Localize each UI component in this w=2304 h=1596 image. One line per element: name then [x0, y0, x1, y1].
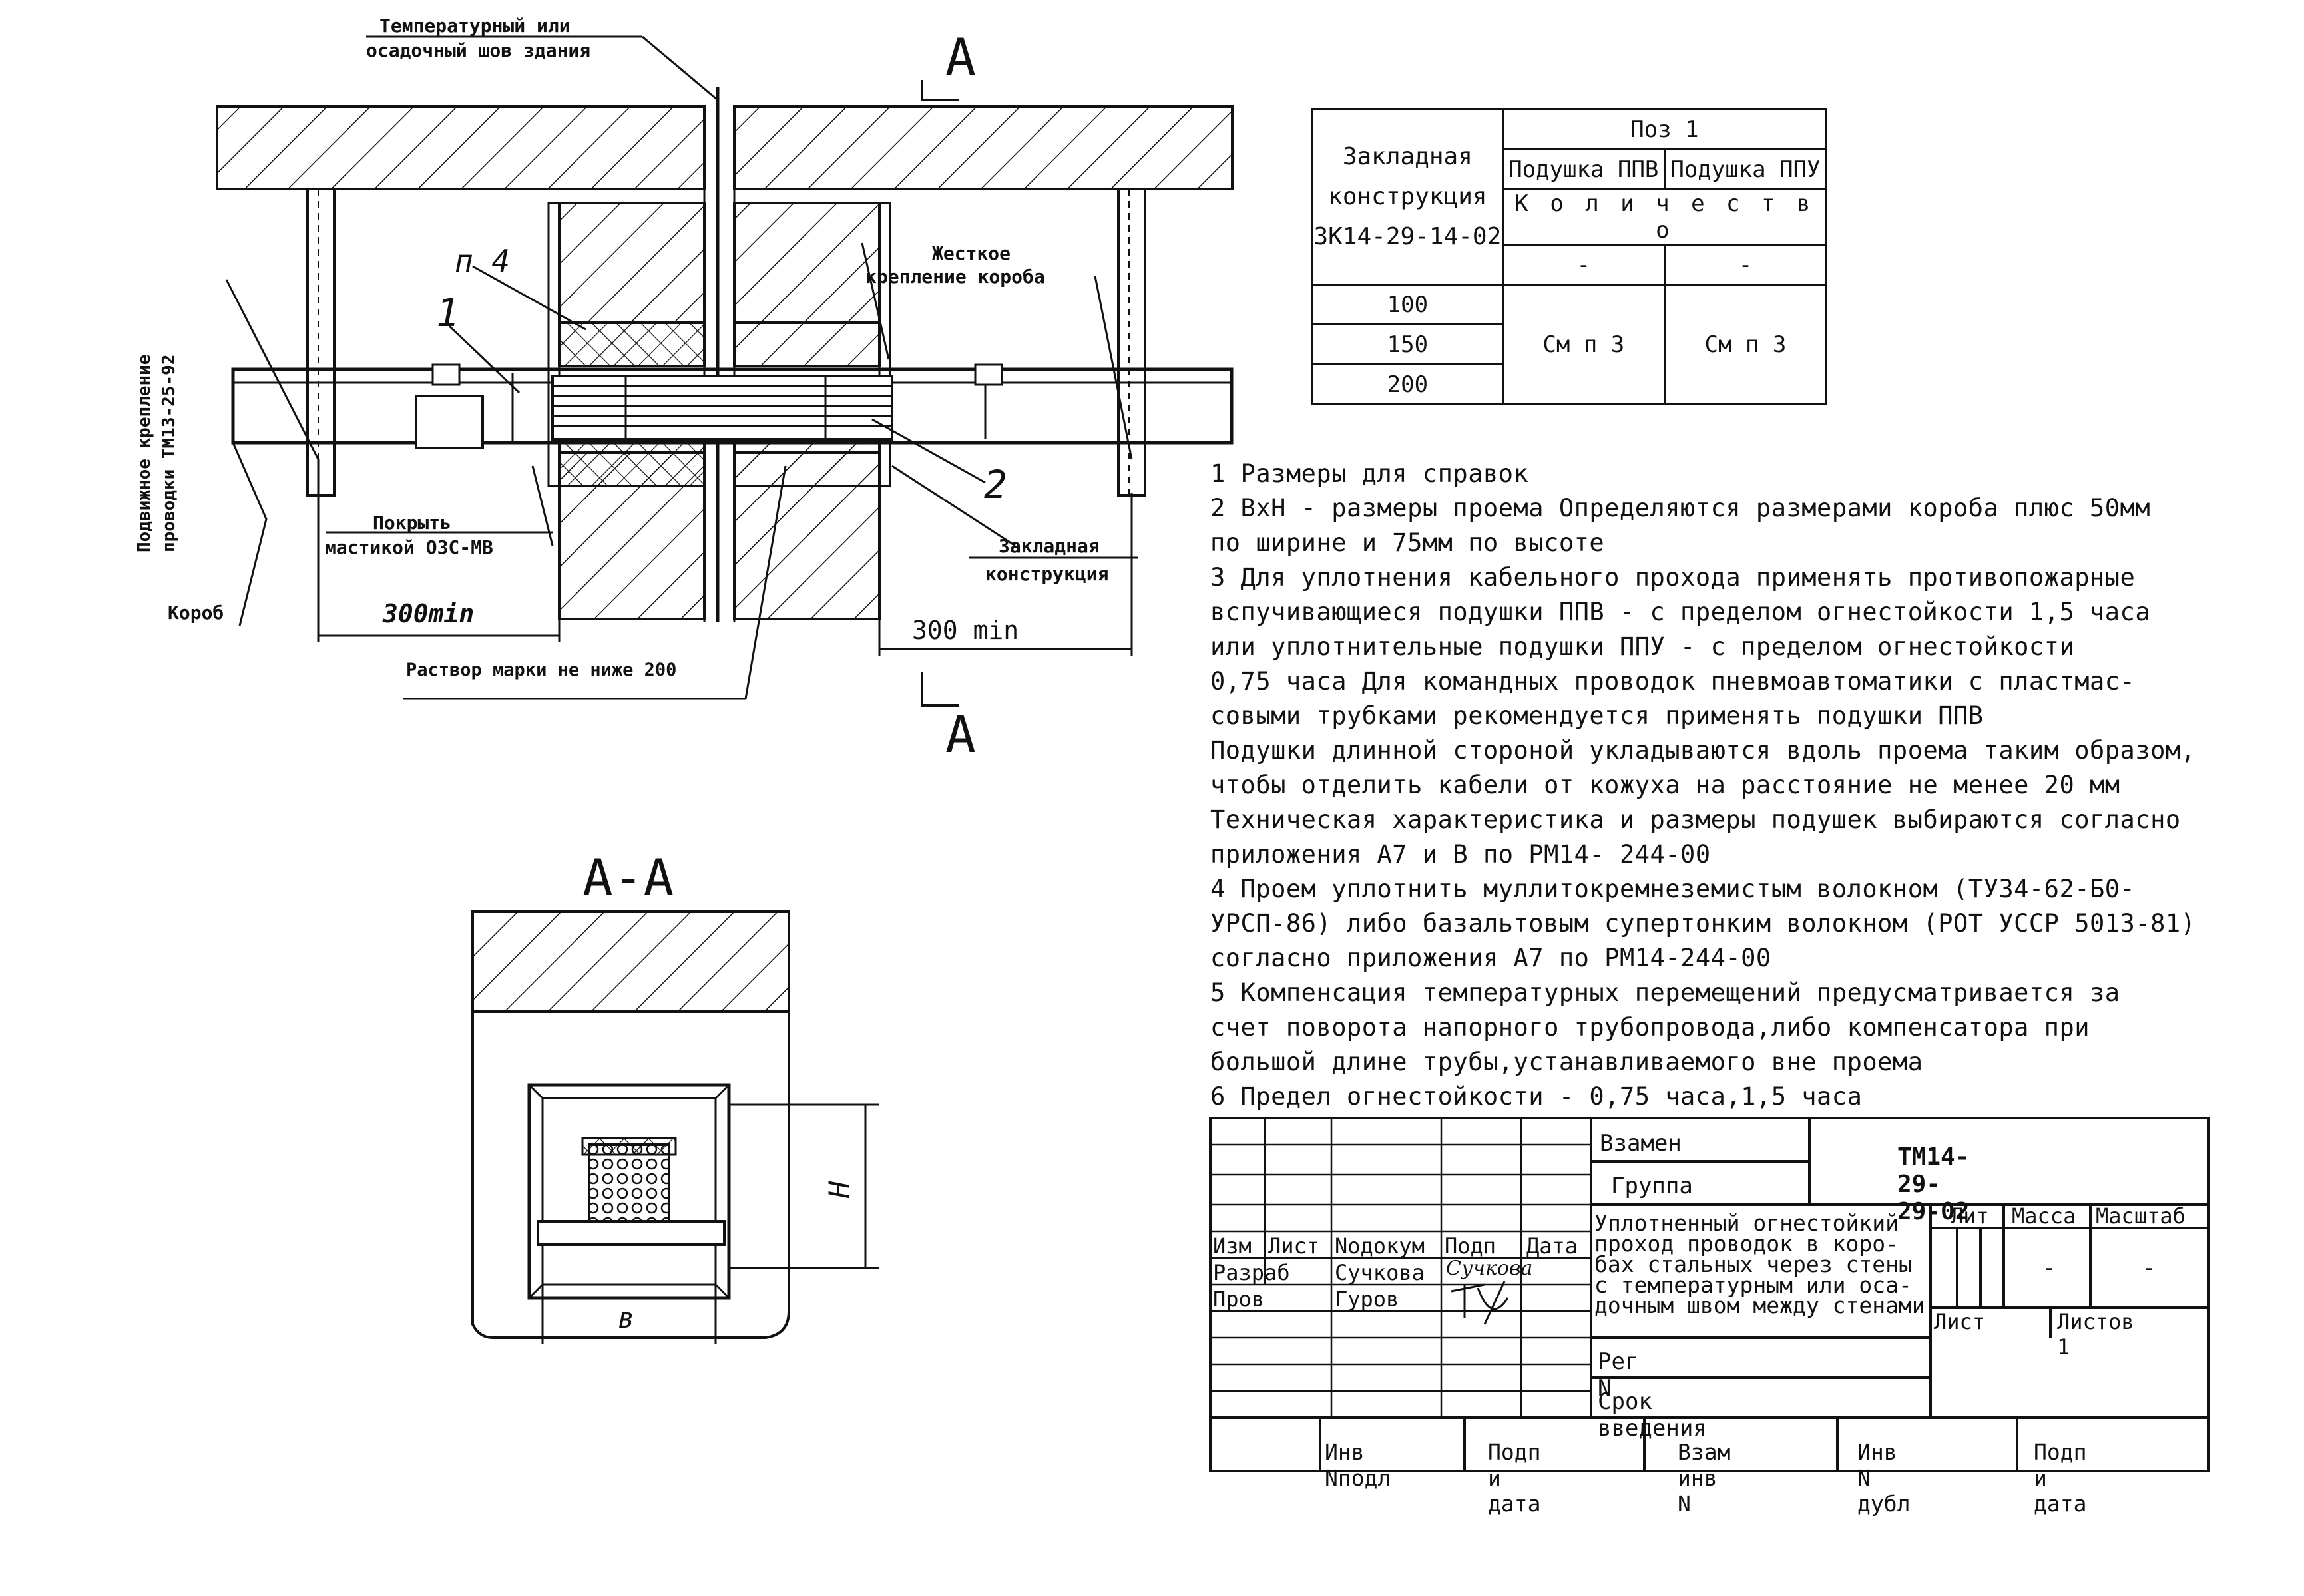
tb-scale-val: -	[2142, 1255, 2156, 1281]
dim-b: в	[618, 1302, 634, 1334]
spec-embedded-1: Закладная	[1342, 143, 1473, 170]
label-mortar: Раствор марки не ниже 200	[406, 660, 676, 680]
tb-h-izm: Изм	[1213, 1233, 1252, 1259]
spec-table: Закладная конструкция ЗК14-29-14-02 Поз …	[1311, 108, 1828, 405]
tb-sheet: Лист	[1934, 1309, 1986, 1334]
label-mobile-1: Подвижное крепление	[134, 355, 154, 552]
tb-title-line: с температурным или оса-	[1594, 1272, 1912, 1298]
tb-title-line: Уплотненный огнестойкий	[1594, 1210, 1899, 1236]
ceiling-slab-right	[733, 105, 1234, 190]
tb-r-chk-name: Гуров	[1335, 1287, 1399, 1312]
spec-dash1: -	[1501, 244, 1666, 286]
tb-h-list: Лист	[1268, 1233, 1320, 1259]
tb-mass: Масса	[2012, 1203, 2076, 1229]
tb-r-dev-name: Сучкова	[1335, 1260, 1425, 1285]
note-line: совыми трубками рекомендуется применять …	[1210, 701, 1984, 730]
note-line: Техническая характеристика и размеры под…	[1210, 805, 2181, 834]
tb-mass-val: -	[2042, 1255, 2056, 1281]
label-rigid-1: Жесткое	[932, 242, 1011, 264]
spec-embedded-2: конструкция	[1328, 183, 1487, 210]
tb-bottom: Подп и дата	[2034, 1439, 2087, 1517]
label-joint-1: Температурный или	[379, 15, 571, 37]
tb-bottom: Инв N дубл	[1857, 1439, 1911, 1517]
note-line: 1 Размеры для справок	[1210, 459, 1529, 488]
spec-embedded-3: ЗК14-29-14-02	[1313, 223, 1502, 250]
tb-code: ТМ14-29-29-02	[1897, 1143, 1970, 1225]
spec-row-100: 100	[1311, 284, 1504, 325]
label-cover-2: мастикой ОЗС-МВ	[325, 536, 493, 558]
section-aa	[471, 910, 879, 1344]
tb-scale: Масштаб	[2096, 1203, 2186, 1229]
note-line: Подушки длинной стороной укладываются вд…	[1210, 736, 2196, 765]
note-line: 6 Предел огнестойкости - 0,75 часа,1,5 ч…	[1210, 1082, 1863, 1111]
note-line: или уплотнительные подушки ППУ - с преде…	[1210, 632, 2075, 661]
spec-qty: К о л и ч е с т в о	[1501, 188, 1828, 246]
tb-bottom: Инв Nподл	[1325, 1439, 1391, 1491]
label-cover-1: Покрыть	[373, 512, 451, 534]
note-line: УРСП-86) либо базальтовым супертонким во…	[1210, 909, 2196, 938]
label-pos1: 1	[436, 290, 459, 335]
note-line: 0,75 часа Для командных проводок пневмоа…	[1210, 667, 2136, 696]
note-line: вспучивающиеся подушки ППВ - с пределом …	[1210, 598, 2151, 626]
tb-term: Срок введения	[1598, 1388, 1707, 1442]
spec-dash2: -	[1663, 244, 1828, 286]
label-embedded-1: Закладная	[999, 535, 1100, 557]
label-embedded-2: конструкция	[985, 563, 1108, 585]
cable-box	[231, 363, 1234, 449]
dim-h: Н	[823, 1181, 855, 1199]
spec-row-150: 150	[1311, 323, 1504, 365]
spec-ppu-val: См п 3	[1663, 284, 1828, 405]
spec-ppv-val: См п 3	[1501, 284, 1666, 405]
dim-right: 300 min	[912, 616, 1019, 645]
label-box: Короб	[168, 602, 224, 624]
tb-bottom: Взам инв N	[1678, 1439, 1731, 1517]
tb-sheets: Листов 1	[2057, 1309, 2134, 1360]
note-line: приложения А7 и В по РМ14- 244-00	[1210, 840, 1711, 869]
tb-h-sign: Подп	[1445, 1233, 1497, 1259]
section-mark-bottom: А	[945, 705, 976, 764]
tb-r-chk: Пров	[1213, 1287, 1265, 1312]
label-joint-2: осадочный шов здания	[366, 39, 590, 61]
tb-title-line: дочным швом между стенами	[1594, 1293, 1925, 1318]
label-p4: п 4	[455, 243, 510, 279]
note-line: по ширине и 75мм по высоте	[1210, 528, 1605, 557]
note-line: 2 ВхН - размеры проема Oпределяются разм…	[1210, 494, 2151, 522]
label-pos2: 2	[984, 462, 1007, 507]
note-line: большой длине трубы,устанавливаемого вне…	[1210, 1048, 1923, 1076]
note-line: согласно приложения А7 по РМ14-244-00	[1210, 944, 1771, 972]
tb-reg: Рег N	[1598, 1348, 1639, 1402]
tb-r-dev-sign: Сучкова	[1446, 1257, 1533, 1280]
note-line: 4 Проем уплотнить муллитокремнеземистым …	[1210, 875, 2136, 903]
label-rigid-2: крепление короба	[865, 266, 1045, 288]
dim-left: 300min	[382, 599, 474, 628]
signature-icon	[1451, 1281, 1509, 1325]
tb-title-line: бах стальных через стены	[1594, 1251, 1912, 1277]
label-mobile-2: проводки ТМ13-25-92	[159, 355, 179, 552]
spec-row-200: 200	[1311, 363, 1504, 405]
tb-bottom: Подп и дата	[1488, 1439, 1541, 1517]
tb-title: Уплотненный огнестойкий проход проводок …	[1594, 1210, 1925, 1318]
tb-h-date: Дата	[1526, 1233, 1578, 1259]
tb-r-dev: Разраб	[1213, 1260, 1290, 1285]
spec-ppv: Подушка ППВ	[1501, 148, 1666, 190]
tb-lit: Лит	[1951, 1203, 1989, 1229]
note-line: чтобы отделить кабели от кожуха на расст…	[1210, 771, 2120, 799]
note-line: 5 Компенсация температурных перемещений …	[1210, 978, 2120, 1007]
section-mark-top: А	[945, 27, 976, 87]
note-line: 3 Для уплотнения кабельного прохода прим…	[1210, 563, 2136, 592]
tb-h-ndoc: Nодокум	[1335, 1233, 1425, 1259]
spec-pos: Поз 1	[1501, 108, 1828, 150]
tb-title-line: проход проводок в коро-	[1594, 1231, 1899, 1257]
note-line: счет поворота напорного трубопровода,либ…	[1210, 1013, 2090, 1042]
tb-group: Группа	[1611, 1173, 1693, 1199]
section-title: А-А	[582, 848, 674, 907]
spec-ppu: Подушка ППУ	[1663, 148, 1828, 190]
tb-replace: Взамен	[1600, 1130, 1682, 1157]
ceiling-slab-left	[216, 105, 706, 190]
